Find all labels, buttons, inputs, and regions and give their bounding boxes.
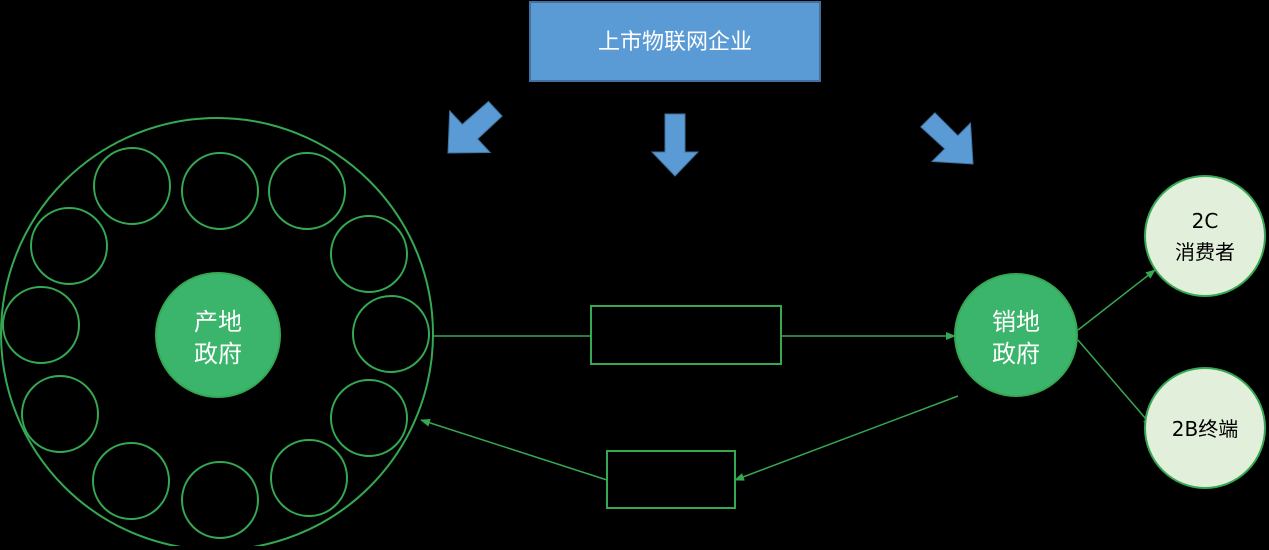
sales-government-label-line1: 销地 bbox=[992, 308, 1040, 336]
satellite-circle bbox=[21, 375, 99, 453]
satellite-circle bbox=[270, 439, 348, 517]
satellite-circle bbox=[352, 295, 430, 373]
satellite-circle bbox=[93, 147, 171, 225]
sales-government-label-line2: 政府 bbox=[992, 340, 1040, 368]
terminal-2b-node: 2B终端 bbox=[1144, 367, 1266, 489]
satellite-circle bbox=[30, 207, 108, 285]
consumer-2c-label-line2: 消费者 bbox=[1175, 240, 1235, 264]
terminal-2b-label: 2B终端 bbox=[1172, 417, 1238, 441]
flow-arrow-return-box-to-origin bbox=[420, 418, 608, 481]
satellite-circle bbox=[181, 152, 259, 230]
consumer-2c-node: 2C 消费者 bbox=[1144, 175, 1266, 297]
origin-government-label-line2: 政府 bbox=[194, 340, 242, 368]
satellite-circle bbox=[2, 286, 80, 364]
listed-iot-company-box: 上市物联网企业 bbox=[529, 1, 821, 82]
block-arrow-down bbox=[650, 113, 700, 177]
origin-region-circle bbox=[0, 117, 434, 550]
satellite-circle bbox=[330, 215, 408, 293]
empty-flow-box-bottom bbox=[606, 450, 736, 509]
block-arrow-down-left bbox=[447, 100, 503, 154]
sales-government-node: 销地 政府 bbox=[954, 273, 1078, 397]
origin-government-node: 产地 政府 bbox=[155, 272, 281, 398]
flow-arrow-sales-to-return-box bbox=[734, 395, 959, 481]
listed-iot-company-label: 上市物联网企业 bbox=[598, 30, 752, 55]
satellite-circles bbox=[2, 147, 430, 539]
origin-government-label-line1: 产地 bbox=[194, 308, 242, 336]
satellite-circle bbox=[92, 442, 170, 520]
satellite-circle bbox=[181, 461, 259, 539]
satellite-circle bbox=[268, 152, 346, 230]
flow-arrow-sales-to-2c bbox=[1077, 269, 1156, 331]
consumer-2c-label-line1: 2C bbox=[1192, 209, 1219, 233]
satellite-circle bbox=[330, 379, 408, 457]
flow-arrow-sales-to-2b bbox=[1077, 339, 1153, 427]
block-arrow-down-right bbox=[920, 112, 974, 165]
empty-flow-box-top bbox=[590, 305, 782, 365]
